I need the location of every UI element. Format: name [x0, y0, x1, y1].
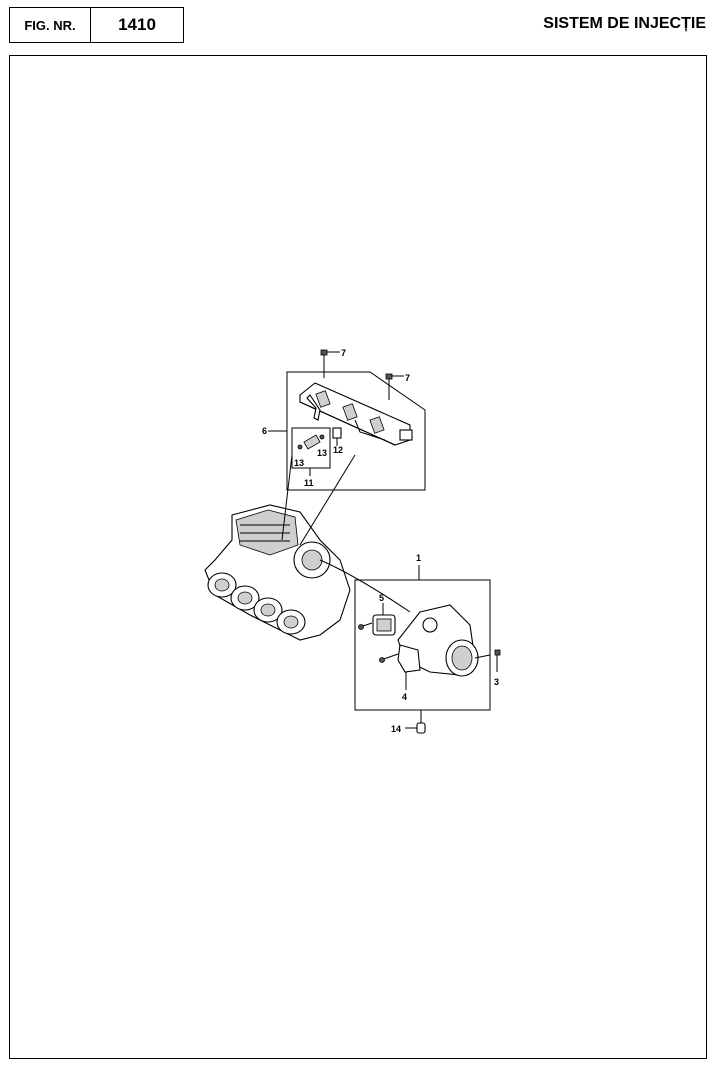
figure-number-box: FIG. NR. 1410	[9, 7, 184, 43]
callout-11: 11	[304, 478, 314, 488]
callout-5: 5	[379, 593, 384, 603]
callout-12: 12	[333, 445, 343, 455]
throttle-body-box	[354, 579, 491, 711]
idle-air-valve	[372, 614, 396, 636]
fuel-rail-group	[268, 349, 426, 491]
throttle-body-group	[354, 565, 501, 711]
screw-3	[494, 649, 501, 672]
callout-1: 1	[416, 553, 421, 563]
callout-6: 6	[262, 426, 267, 436]
figure-number-value: 1410	[118, 15, 156, 34]
injector-box	[291, 427, 331, 469]
callout-7-right: 7	[405, 373, 410, 383]
bolt-7-left	[320, 349, 328, 378]
callout-4: 4	[402, 692, 407, 702]
callout-7-left: 7	[341, 348, 346, 358]
figure-number-label: FIG. NR.	[10, 8, 91, 42]
throttle-body	[397, 604, 479, 677]
screw-left-lower	[379, 653, 399, 663]
page-title: SISTEM DE INJECȚIE	[543, 15, 706, 32]
fuel-rail	[299, 382, 413, 446]
callout-13-lower: 13	[294, 458, 304, 468]
callout-13-upper: 13	[317, 448, 327, 458]
sensor-14	[405, 710, 426, 734]
clip-12	[332, 427, 342, 446]
callout-14: 14	[391, 724, 401, 734]
diagram-frame	[9, 55, 707, 1059]
callout-3: 3	[494, 677, 499, 687]
manifold-port-flanges	[207, 572, 306, 635]
injector	[297, 434, 325, 450]
screw-left-upper	[358, 622, 373, 630]
intake-manifold	[204, 504, 351, 641]
fuel-rail-box	[286, 371, 426, 491]
